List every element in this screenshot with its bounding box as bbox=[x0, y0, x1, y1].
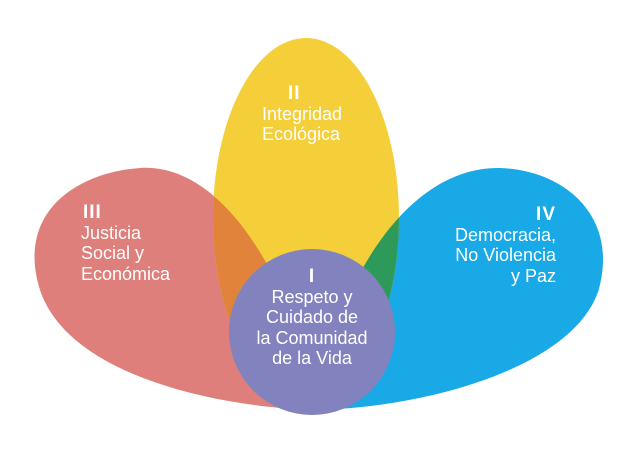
petal-ii-line-1: Integridad bbox=[262, 104, 343, 125]
petal-i-numeral: I bbox=[308, 266, 316, 287]
petal-i-line-2: Cuidado de bbox=[265, 307, 359, 328]
petal-ii-line-2: Ecológica bbox=[262, 124, 341, 145]
petal-iii-label: III Justicia Social y Económica bbox=[81, 202, 170, 284]
petal-iii-line-2: Social y bbox=[81, 243, 145, 264]
petal-i-line-1: Respeto y bbox=[271, 287, 353, 308]
petal-iv-label: IV Democracia, No Violencia y Paz bbox=[420, 204, 556, 286]
petal-iv-line-2: No Violencia bbox=[455, 245, 556, 266]
petal-iv-line-3: y Paz bbox=[510, 265, 556, 286]
petal-iii-numeral: III bbox=[83, 202, 102, 223]
petal-i-label: I Respeto y Cuidado de la Comunidad de l… bbox=[232, 266, 392, 368]
petal-ii-label: II Integridad Ecológica bbox=[262, 83, 342, 145]
petal-iv-line-1: Democracia, bbox=[454, 225, 556, 246]
petal-i-shape bbox=[229, 249, 395, 415]
petal-iii-line-1: Justicia bbox=[81, 223, 142, 244]
petal-iv-numeral: IV bbox=[536, 204, 556, 225]
petal-i-line-4: de la Vida bbox=[272, 347, 352, 368]
petal-iii-line-3: Económica bbox=[81, 263, 171, 284]
petal-i-line-3: la Comunidad bbox=[256, 327, 368, 348]
petal-ii-numeral: II bbox=[288, 83, 301, 104]
